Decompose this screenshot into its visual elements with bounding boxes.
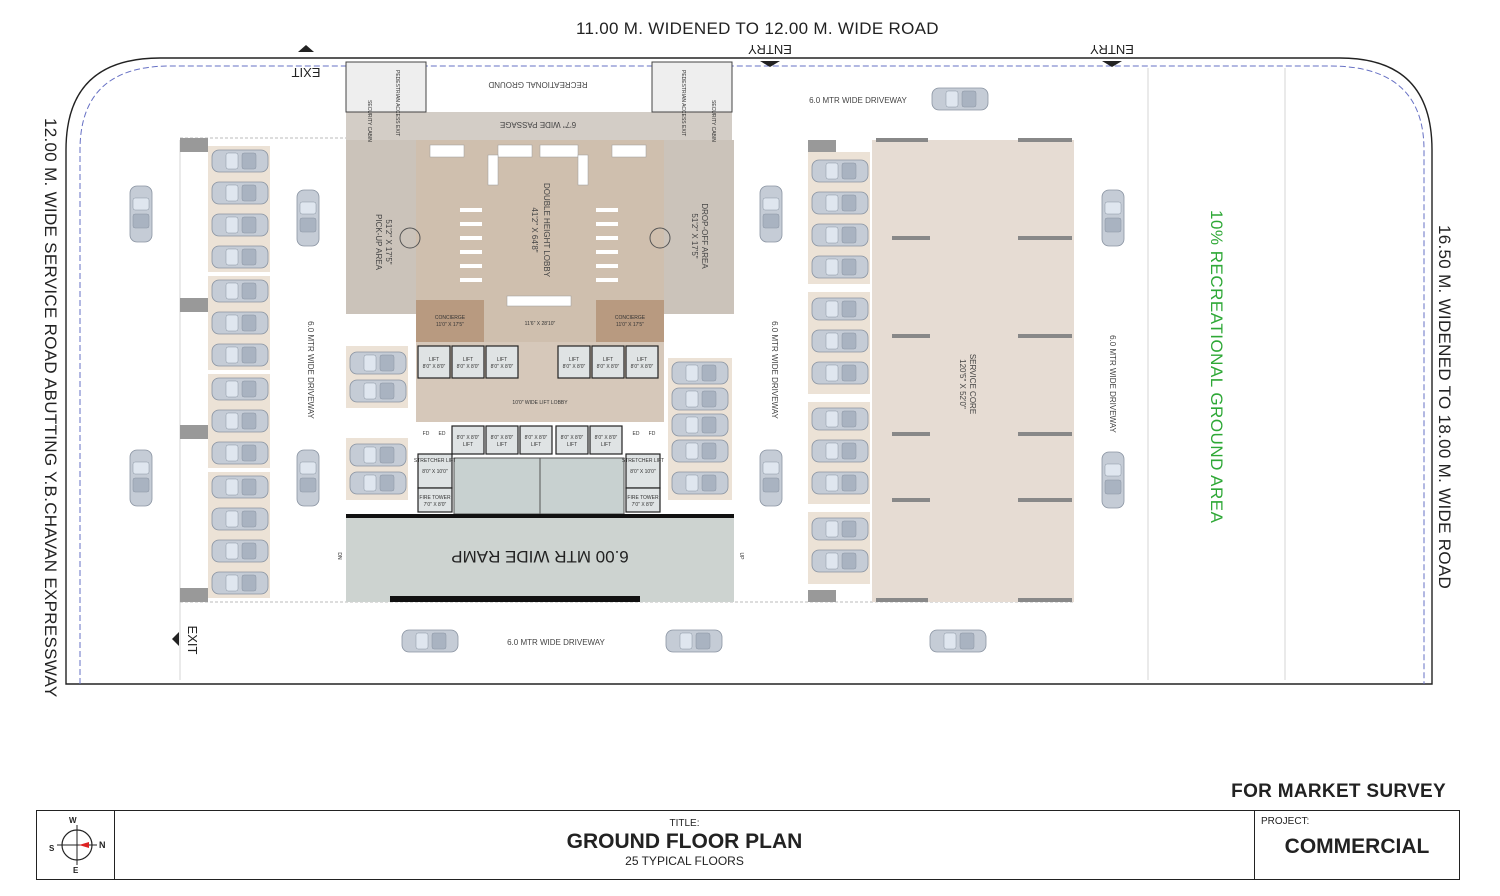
lobby-dim: 41'2" X 64'8" (530, 207, 539, 252)
lobby-title: DOUBLE HEIGHT LOBBY (542, 183, 551, 278)
lift-8-dim: 8'0" X 8'0" (491, 435, 514, 441)
lift-11-dim: 8'0" X 8'0" (595, 435, 618, 441)
pickup-dim: 51'2" X 17'5" (384, 219, 393, 264)
title-cell: TITLE: GROUND FLOOR PLAN 25 TYPICAL FLOO… (115, 811, 1255, 879)
stretcher-left: STRETCHER LIFT (414, 458, 456, 464)
dropoff-title: DROP-OFF AREA (700, 203, 709, 269)
exit-label-top: EXIT (291, 65, 320, 80)
project-caption: PROJECT: (1261, 816, 1310, 827)
fire-tower-right-dim: 7'0" X 8'0" (632, 502, 655, 508)
lift-2: LIFT (463, 357, 473, 363)
entry-label-1: ENTRY (748, 42, 792, 57)
lift-4-dim: 8'0" X 8'0" (563, 364, 586, 370)
project-cell: PROJECT: COMMERCIAL (1255, 811, 1459, 879)
driveway-label-left: 6.0 MTR WIDE DRIVEWAY (306, 321, 315, 419)
ramp-up: UP (738, 553, 744, 561)
fire-tower-right: FIRE TOWER (627, 495, 659, 501)
pedestrian-exit-left: PEDESTRIAN ACCESS EXIT (394, 70, 400, 136)
stretcher-left-dim: 8'0" X 10'0" (422, 469, 448, 475)
passage-label: 6'7" WIDE PASSAGE (500, 120, 576, 129)
dropoff-dim: 51'2" X 17'5" (690, 213, 699, 258)
compass-s: S (49, 844, 55, 853)
lift-8: LIFT (497, 442, 507, 448)
lift-10-dim: 8'0" X 8'0" (561, 435, 584, 441)
right-road-label: 16.50 M. WIDENED TO 18.00 M. WIDE ROAD (1435, 225, 1454, 590)
fire-tower-left-dim: 7'0" X 8'0" (424, 502, 447, 508)
lift-11: LIFT (601, 442, 611, 448)
compass-w: W (69, 816, 77, 825)
recreational-area-label: 10% RECREATIONAL GROUND AREA (1207, 210, 1226, 524)
reception-dim: 11'6" X 28'10" (525, 321, 556, 327)
ramp-dn: DN (336, 552, 342, 560)
left-road-label: 12.00 M. WIDE SERVICE ROAD ABUTTING Y.B.… (41, 118, 60, 698)
lift-9: LIFT (531, 442, 541, 448)
concierge-left: CONCIERGE (435, 315, 466, 321)
lift-7: LIFT (463, 442, 473, 448)
driveway-label-right: 6.0 MTR WIDE DRIVEWAY (1108, 335, 1117, 433)
stretcher-right-dim: 8'0" X 10'0" (630, 469, 656, 475)
ed-right: ED (633, 431, 640, 437)
driveway-label-bottom: 6.0 MTR WIDE DRIVEWAY (507, 638, 605, 647)
security-cabin-right: SECURITY CABIN (710, 100, 716, 142)
boundary-dashed (79, 65, 1425, 684)
title-block: N S W E TITLE: GROUND FLOOR PLAN 25 TYPI… (36, 810, 1460, 880)
concierge-left-dim: 11'0" X 17'5" (436, 322, 464, 328)
service-core-dim: 120'5" X 52'0" (958, 359, 967, 409)
pedestrian-exit-right: PEDESTRIAN ACCESS EXIT (680, 70, 686, 136)
driveway-label-center: 6.0 MTR WIDE DRIVEWAY (770, 321, 779, 419)
entry-label-2: ENTRY (1090, 42, 1134, 57)
drawing-subtitle: 25 TYPICAL FLOORS (625, 854, 744, 868)
pickup-title: PICK-UP AREA (374, 214, 383, 271)
lift-1-dim: 8'0" X 8'0" (423, 364, 446, 370)
lift-3-dim: 8'0" X 8'0" (491, 364, 514, 370)
lift-6: LIFT (637, 357, 647, 363)
concierge-right-dim: 11'0" X 17'5" (616, 322, 644, 328)
lift-5: LIFT (603, 357, 613, 363)
lift-10: LIFT (567, 442, 577, 448)
lift-2-dim: 8'0" X 8'0" (457, 364, 480, 370)
project-name: COMMERCIAL (1284, 835, 1430, 858)
security-cabin-left: SECURITY CABIN (366, 100, 372, 142)
lift-9-dim: 8'0" X 8'0" (525, 435, 548, 441)
compass-e: E (73, 866, 79, 875)
lift-3: LIFT (497, 357, 507, 363)
fd-left: FD (423, 431, 430, 437)
compass-n: N (99, 840, 106, 850)
service-core-title: SERVICE CORE (968, 354, 977, 414)
lift-4: LIFT (569, 357, 579, 363)
lift-lobby-label: 10'0" WIDE LIFT LOBBY (512, 400, 568, 406)
drawing-title: GROUND FLOOR PLAN (566, 830, 803, 853)
compass-cell: N S W E (37, 811, 115, 879)
fd-right: FD (649, 431, 656, 437)
concierge-right: CONCIERGE (615, 315, 646, 321)
fire-tower-left: FIRE TOWER (419, 495, 451, 501)
lift-1: LIFT (429, 357, 439, 363)
floor-plan: ENTRY ENTRY EXIT EXIT 6.0 MTR WIDE DRIVE… (65, 42, 1433, 685)
compass-icon: N S W E (49, 816, 106, 875)
top-road-label: 11.00 M. WIDENED TO 12.00 M. WIDE ROAD (576, 19, 939, 38)
lift-6-dim: 8'0" X 8'0" (631, 364, 654, 370)
recreational-ground-label: RECREATIONAL GROUND (488, 80, 587, 89)
exit-label-left: EXIT (185, 626, 200, 655)
ed-left: ED (439, 431, 446, 437)
title-caption: TITLE: (669, 818, 700, 829)
driveway-label-top: 6.0 MTR WIDE DRIVEWAY (809, 96, 907, 105)
lift-7-dim: 8'0" X 8'0" (457, 435, 480, 441)
ramp-label: 6.00 MTR WIDE RAMP (451, 547, 629, 566)
stretcher-right: STRETCHER LIFT (622, 458, 664, 464)
market-survey-note: FOR MARKET SURVEY (1231, 781, 1446, 802)
lift-5-dim: 8'0" X 8'0" (597, 364, 620, 370)
